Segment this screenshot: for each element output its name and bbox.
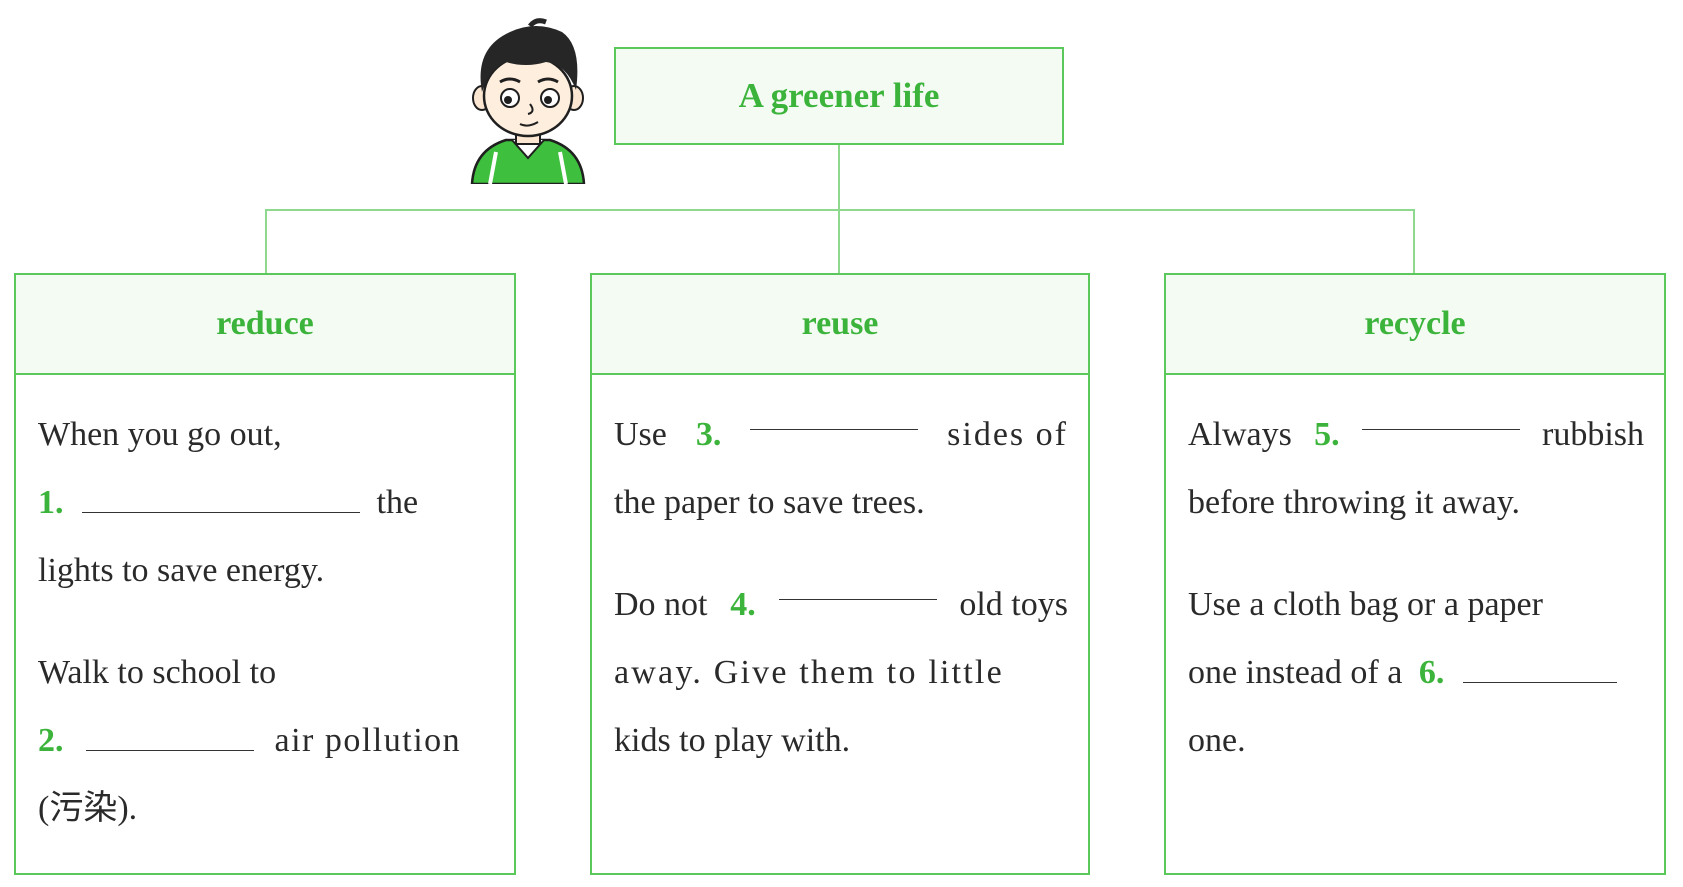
reduce-heading: reduce <box>216 305 314 342</box>
text-line: 2. air pollution <box>38 707 494 775</box>
answer-blank-5[interactable] <box>1361 401 1520 430</box>
recycle-body: Always 5. rubbish before throwing it awa… <box>1166 375 1664 775</box>
diagram-title: A greener life <box>738 76 940 115</box>
blank-number: 4. <box>730 586 756 623</box>
connector-reduce <box>265 209 267 273</box>
text-fragment: air pollution <box>274 722 462 759</box>
text-line: kids to play with. <box>614 722 851 759</box>
reuse-body: Use 3. sides of the paper to save trees.… <box>592 375 1088 775</box>
blank-number: 3. <box>695 416 722 453</box>
reduce-box: reduce When you go out, 1. the lights to… <box>14 273 516 875</box>
recycle-box: recycle Always 5. rubbish before throwin… <box>1164 273 1666 875</box>
answer-blank-2[interactable] <box>86 722 254 751</box>
connector-horizontal <box>265 209 1415 211</box>
answer-blank-3[interactable] <box>750 401 919 430</box>
text-fragment: sides of <box>947 416 1068 453</box>
text-fragment: Use <box>614 416 667 453</box>
recycle-paragraph-2: Use a cloth bag or a paper one instead o… <box>1188 571 1644 775</box>
text-line: Walk to school to <box>38 654 277 691</box>
reuse-paragraph-1: Use 3. sides of the paper to save trees. <box>614 401 1068 537</box>
text-line: Use 3. sides of <box>614 401 1068 469</box>
reduce-body: When you go out, 1. the lights to save e… <box>16 375 514 843</box>
text-line: the paper to save trees. <box>614 484 925 521</box>
text-line: (污染). <box>38 790 138 827</box>
text-line: before throwing it away. <box>1188 484 1521 521</box>
text-line: When you go out, <box>38 416 282 453</box>
answer-blank-6[interactable] <box>1462 654 1617 683</box>
text-fragment: the <box>376 484 419 521</box>
recycle-paragraph-1: Always 5. rubbish before throwing it awa… <box>1188 401 1644 537</box>
text-fragment: Do not <box>614 586 708 623</box>
text-line: 1. the <box>38 469 494 537</box>
text-line: Use a cloth bag or a paper <box>1188 586 1543 623</box>
recycle-header: recycle <box>1166 275 1664 375</box>
connector-recycle <box>1413 209 1415 273</box>
text-line: one. <box>1188 722 1246 759</box>
blank-number: 1. <box>38 484 64 521</box>
title-box: A greener life <box>614 47 1064 145</box>
reduce-paragraph-2: Walk to school to 2. air pollution (污染). <box>38 639 494 843</box>
text-fragment: Always <box>1188 416 1292 453</box>
reduce-header: reduce <box>16 275 514 375</box>
answer-blank-4[interactable] <box>778 571 937 600</box>
reduce-paragraph-1: When you go out, 1. the lights to save e… <box>38 401 494 605</box>
reuse-heading: reuse <box>801 305 879 342</box>
reuse-header: reuse <box>592 275 1088 375</box>
text-fragment: rubbish <box>1542 416 1644 453</box>
blank-number: 5. <box>1314 416 1340 453</box>
text-line: Do not 4. old toys <box>614 571 1068 639</box>
text-fragment: old toys <box>959 586 1068 623</box>
reuse-box: reuse Use 3. sides of the paper to save … <box>590 273 1090 875</box>
blank-number: 6. <box>1418 654 1445 691</box>
answer-blank-1[interactable] <box>82 484 360 513</box>
blank-number: 2. <box>38 722 64 759</box>
text-line: Always 5. rubbish <box>1188 401 1644 469</box>
text-line: lights to save energy. <box>38 552 325 589</box>
boy-avatar-icon <box>470 18 586 184</box>
connector-title-down <box>838 145 840 211</box>
text-line: one instead of a 6. <box>1188 639 1644 707</box>
connector-reuse <box>838 209 840 273</box>
text-line: away. Give them to little <box>614 654 1004 691</box>
recycle-heading: recycle <box>1364 305 1466 342</box>
reuse-paragraph-2: Do not 4. old toys away. Give them to li… <box>614 571 1068 775</box>
text-fragment: one instead of a <box>1188 654 1403 691</box>
